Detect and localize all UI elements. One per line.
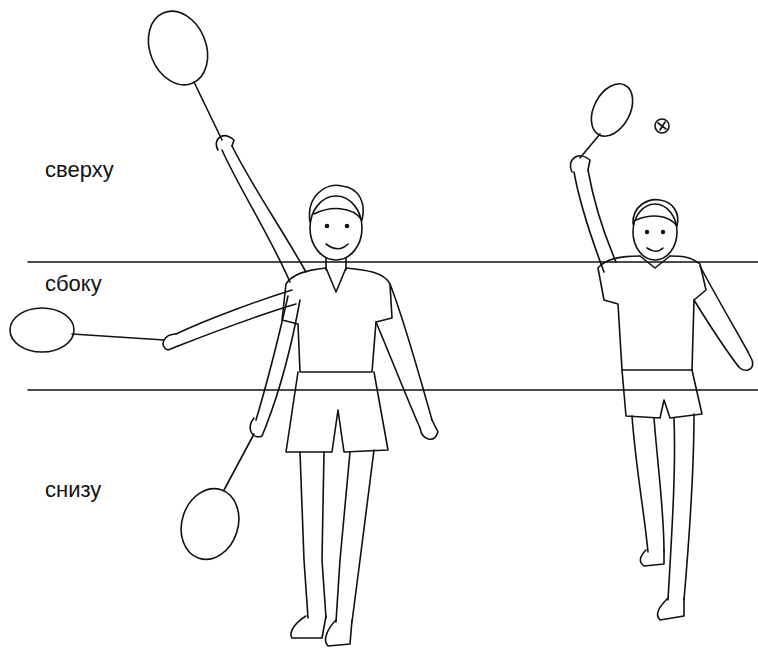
zone-label: сбоку bbox=[45, 272, 102, 296]
zone-label: снизу bbox=[45, 478, 101, 502]
zone-line bbox=[28, 389, 758, 391]
player-figure bbox=[570, 77, 752, 620]
player-figure bbox=[10, 2, 438, 646]
zone-label: сверху bbox=[45, 158, 114, 182]
